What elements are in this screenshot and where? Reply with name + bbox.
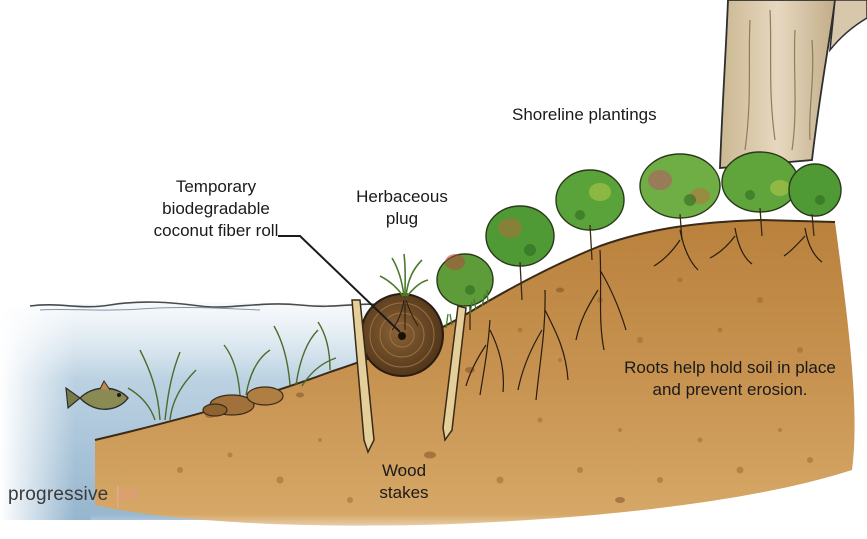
label-wood-stakes: Wood stakes [364,460,444,504]
tree-trunk [720,0,867,168]
label-shoreline-line: Shoreline plantings [512,104,657,126]
label-plug-line-2: plug [332,208,472,230]
label-roots-line-2: and prevent erosion. [580,379,867,401]
label-stakes-line-1: Wood [364,460,444,482]
label-roots-line-1: Roots help hold soil in place [580,357,867,379]
label-plug-line-1: Herbaceous [332,186,472,208]
brand-suffix: ae [118,484,140,505]
brand-logo: progressive ae [8,484,139,506]
label-roots: Roots help hold soil in place and preven… [580,357,867,401]
label-coconut-fiber-roll: Temporary biodegradable coconut fiber ro… [136,176,296,242]
herbaceous-plug [380,254,428,296]
label-roll-line-2: biodegradable [136,198,296,220]
brand-bar [110,484,115,505]
label-roll-line-1: Temporary [136,176,296,198]
label-herbaceous-plug: Herbaceous plug [332,186,472,230]
label-shoreline-plantings: Shoreline plantings [512,104,657,126]
label-roll-line-3: coconut fiber roll [136,220,296,242]
brand-name: progressive [8,484,108,505]
label-stakes-line-2: stakes [364,482,444,504]
